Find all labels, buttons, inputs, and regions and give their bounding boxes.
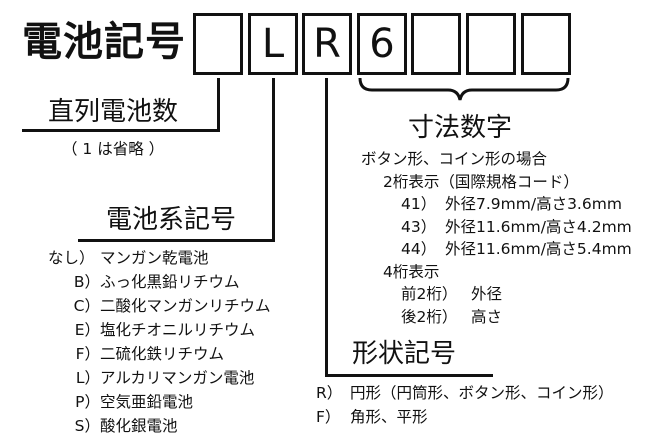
shape-symbol-label: 形状記号 — [352, 339, 457, 369]
list-item: S）酸化銀電池 — [74, 417, 178, 435]
dimension-digits-label: 寸法数字 — [408, 113, 513, 143]
curly-brace-icon — [358, 77, 570, 101]
shape-symbol-list: R）円形（円筒形、ボタン形、コイン形） F）角形、平形 — [316, 381, 614, 429]
code-box-shape: R — [302, 13, 352, 75]
diagram-title: 電池記号 — [22, 19, 186, 65]
list-item: E）塩化チオニルリチウム — [74, 321, 256, 339]
connector-series-horizontal — [22, 129, 220, 132]
dimension-digits-details: ボタン形、コイン形の場合 2桁表示（国際規格コード） 41）外径7.9mm/高さ… — [361, 148, 632, 328]
connector-shape-horizontal — [325, 374, 493, 377]
list-item: なし）マンガン乾電池 — [48, 249, 209, 267]
list-item: P）空気亜鉛電池 — [75, 393, 194, 411]
code-box-dimension-1: 6 — [357, 13, 407, 75]
list-item: R）円形（円筒形、ボタン形、コイン形） — [316, 384, 614, 402]
list-item: 後2桁）高さ — [401, 307, 503, 326]
code-box-series-count — [193, 13, 243, 75]
list-item: 44）外径11.6mm/高さ5.4mm — [401, 240, 632, 258]
list-item: 前2桁）外径 — [401, 285, 503, 303]
four-digit-heading: 4桁表示 — [383, 262, 440, 281]
connector-shape-vertical — [325, 78, 328, 377]
connector-system-vertical — [272, 78, 275, 242]
code-box-dimension-3 — [466, 13, 516, 75]
series-count-note: （ 1 は省略 ） — [62, 140, 165, 158]
code-box-dimension-2 — [411, 13, 461, 75]
dimension-heading: ボタン形、コイン形の場合 — [361, 150, 548, 168]
list-item: 43）外径11.6mm/高さ4.2mm — [401, 217, 632, 236]
series-count-label: 直列電池数 — [48, 97, 179, 127]
connector-series-vertical — [217, 78, 220, 132]
list-item: L）アルカリマンガン電池 — [75, 369, 255, 387]
list-item: C）二酸化マンガンリチウム — [73, 297, 271, 315]
list-item: F）角形、平形 — [316, 408, 428, 426]
two-digit-heading: 2桁表示（国際規格コード） — [383, 172, 579, 191]
list-item: B）ふっ化黒鉛リチウム — [73, 273, 240, 291]
system-symbol-list: なし）マンガン乾電池 B）ふっ化黒鉛リチウム C）二酸化マンガンリチウム E）塩… — [48, 246, 271, 438]
code-box-system: L — [248, 13, 298, 75]
list-item: 41）外径7.9mm/高さ3.6mm — [401, 195, 622, 213]
connector-system-horizontal — [78, 239, 275, 242]
code-box-dimension-4 — [521, 13, 571, 75]
list-item: F）二硫化鉄リチウム — [75, 345, 225, 363]
system-symbol-label: 電池系記号 — [106, 205, 237, 235]
